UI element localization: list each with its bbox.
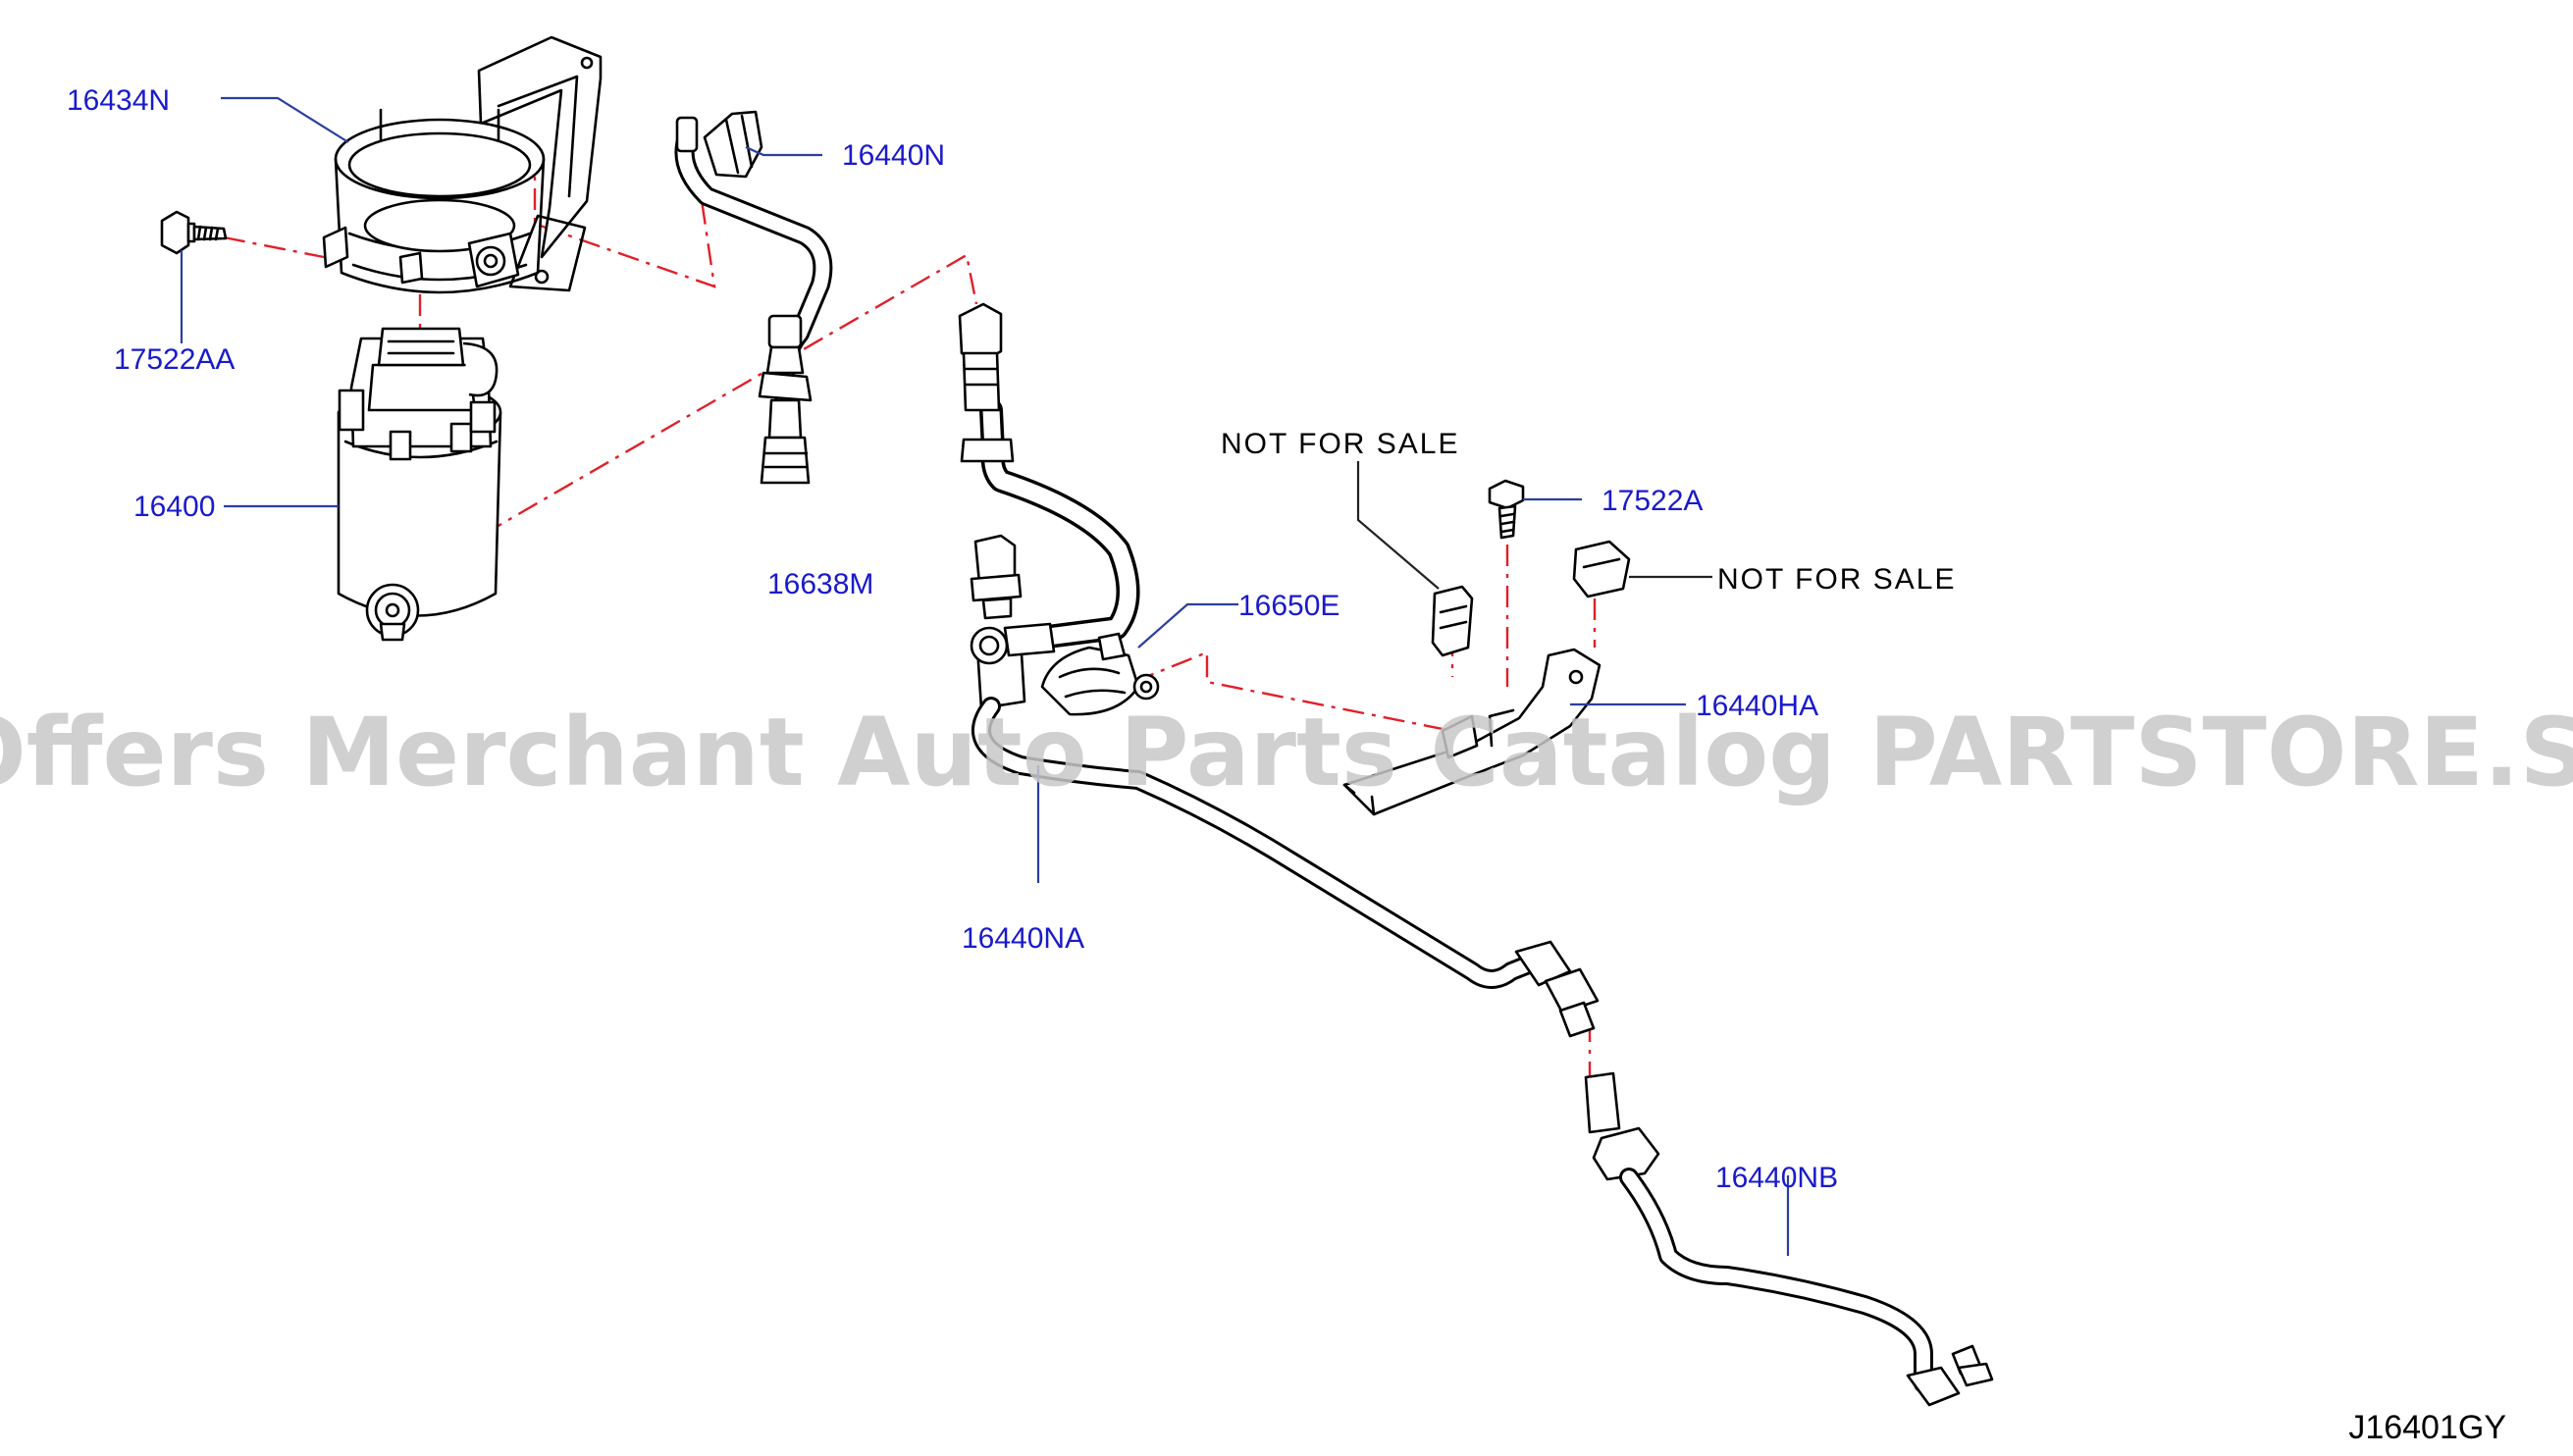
leader-lines	[180, 96, 1790, 1256]
label-17522AA[interactable]: 17522AA	[114, 343, 235, 376]
label-16638M[interactable]: 16638M	[767, 568, 873, 600]
label-not-for-sale-left: NOT FOR SALE	[1221, 428, 1460, 460]
clip-not-for-sale-left	[1431, 585, 1474, 657]
label-16440N[interactable]: 16440N	[842, 139, 945, 172]
bolt-17522A	[1488, 479, 1525, 540]
watermark-text: Offers Merchant Auto Parts Catalog PARTS…	[0, 698, 2573, 807]
label-16440NB[interactable]: 16440NB	[1715, 1162, 1838, 1194]
label-16650E[interactable]: 16650E	[1238, 590, 1339, 622]
alignment-lines	[223, 147, 1597, 1089]
label-17522A[interactable]: 17522A	[1602, 485, 1703, 517]
filter-bracket-16434N	[322, 35, 603, 294]
bracket-16440HA	[1342, 648, 1602, 816]
fuel-hose-16440N	[674, 110, 833, 485]
part-labels: 16434N 16440N 17522AA 16400 16638M 16650…	[67, 84, 2506, 1446]
bolt-17522AA	[160, 210, 228, 255]
label-16434N[interactable]: 16434N	[67, 84, 170, 117]
clip-16650E	[1040, 632, 1160, 716]
fuel-line-16440NA	[958, 302, 1600, 1038]
fuel-hose-16440NB	[1584, 1071, 1994, 1407]
label-not-for-sale-right: NOT FOR SALE	[1717, 563, 1957, 596]
fuel-filter-16400	[337, 327, 502, 642]
diagram-code: J16401GY	[2348, 1409, 2506, 1446]
watermark: Offers Merchant Auto Parts Catalog PARTS…	[0, 698, 2573, 807]
label-16440NA[interactable]: 16440NA	[962, 922, 1084, 955]
label-16400[interactable]: 16400	[133, 491, 215, 523]
sensor-16638M	[970, 534, 1023, 620]
clip-not-for-sale-right	[1572, 540, 1631, 598]
label-16440HA[interactable]: 16440HA	[1696, 690, 1818, 722]
